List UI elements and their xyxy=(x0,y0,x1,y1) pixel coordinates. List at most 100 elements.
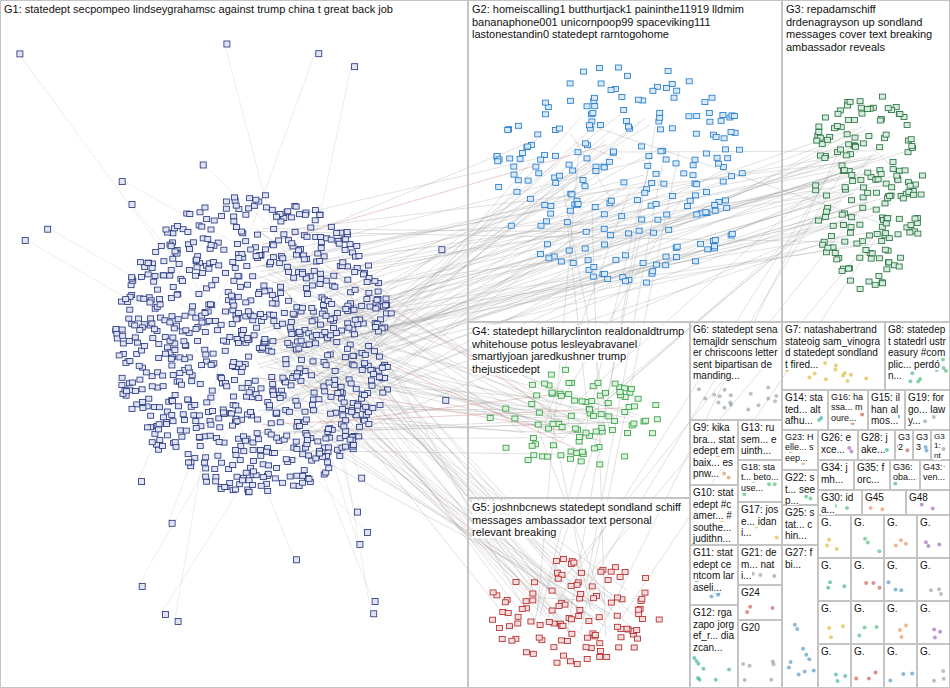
graph-vertex xyxy=(875,625,879,629)
graph-vertex xyxy=(834,123,840,128)
graph-vertex xyxy=(245,206,251,211)
graph-vertex xyxy=(216,440,222,445)
graph-vertex xyxy=(822,214,828,219)
graph-vertex xyxy=(642,590,648,595)
graph-vertex xyxy=(285,340,291,345)
graph-edge xyxy=(285,216,642,308)
graph-vertex xyxy=(545,242,551,247)
graph-vertex xyxy=(505,128,511,133)
graph-vertex xyxy=(608,569,614,574)
graph-vertex xyxy=(343,307,349,312)
graph-vertex xyxy=(223,199,229,204)
graph-vertex xyxy=(309,373,315,378)
graph-vertex xyxy=(132,335,138,340)
graph-vertex xyxy=(369,383,375,388)
graph-vertex xyxy=(899,538,903,542)
graph-vertex xyxy=(712,244,718,249)
graph-vertex xyxy=(234,225,240,230)
graph-vertex xyxy=(598,412,604,417)
graph-vertex xyxy=(530,651,536,656)
graph-vertex xyxy=(380,390,386,395)
graph-vertex xyxy=(170,373,176,378)
graph-vertex xyxy=(245,282,251,287)
graph-vertex xyxy=(158,243,164,248)
graph-vertex xyxy=(584,156,590,161)
graph-vertex xyxy=(306,476,312,481)
graph-vertex xyxy=(187,268,193,273)
graph-vertex xyxy=(316,451,322,456)
graph-vertex xyxy=(771,660,775,664)
graph-vertex xyxy=(548,372,554,377)
graph-vertex xyxy=(235,242,241,247)
graph-vertex xyxy=(557,126,563,131)
group-label: G10: statedept #camer... #southe... judi… xyxy=(693,487,734,544)
graph-vertex xyxy=(206,266,212,271)
graph-vertex xyxy=(203,466,209,471)
graph-vertex xyxy=(729,393,733,397)
graph-vertex xyxy=(162,351,168,356)
graph-vertex xyxy=(692,656,696,660)
graph-vertex xyxy=(169,399,175,404)
graph-vertex xyxy=(317,258,323,263)
graph-vertex xyxy=(923,419,927,423)
graph-edge xyxy=(300,210,625,400)
graph-vertex xyxy=(293,557,299,563)
graph-vertex xyxy=(119,179,125,185)
graph-vertex xyxy=(908,137,914,142)
graph-vertex xyxy=(351,332,357,337)
graph-vertex xyxy=(366,422,372,427)
graph-edge xyxy=(346,151,847,349)
graph-vertex xyxy=(813,372,817,376)
graph-vertex xyxy=(251,314,257,319)
graph-vertex xyxy=(352,269,358,274)
graph-edge xyxy=(347,114,622,324)
graph-vertex xyxy=(347,242,353,247)
graph-vertex xyxy=(357,541,363,547)
graph-vertex xyxy=(302,212,308,217)
graph-vertex xyxy=(545,454,551,459)
graph-vertex xyxy=(149,440,155,445)
graph-vertex xyxy=(255,232,261,237)
graph-vertex xyxy=(621,107,627,112)
graph-vertex xyxy=(874,232,880,237)
group-panel: G2: homeiscalling1 butthurtjack1 painint… xyxy=(468,0,782,322)
graph-vertex xyxy=(495,159,501,164)
graph-vertex xyxy=(231,214,237,219)
graph-vertex xyxy=(318,246,324,251)
graph-vertex xyxy=(816,124,822,129)
graph-vertex xyxy=(568,449,574,454)
graph-vertex xyxy=(728,130,734,135)
graph-vertex xyxy=(741,662,745,666)
graph-vertex xyxy=(524,145,530,150)
graph-vertex xyxy=(511,172,517,177)
graph-vertex xyxy=(852,143,858,148)
graph-vertex xyxy=(145,272,151,277)
graph-vertex xyxy=(601,165,607,170)
group-panel: G8: statedept statedrl ustreasury #compl… xyxy=(885,322,950,390)
graph-vertex xyxy=(681,171,687,176)
graph-vertex xyxy=(212,467,218,472)
graph-vertex xyxy=(525,144,531,149)
graph-edge xyxy=(285,158,871,291)
graph-edge xyxy=(260,233,550,403)
graph-vertex xyxy=(542,381,548,386)
graph-vertex xyxy=(883,231,889,236)
graph-vertex xyxy=(842,584,846,588)
graph-vertex xyxy=(175,292,181,297)
graph-vertex xyxy=(867,676,871,680)
group-label: G17: jose... idani... xyxy=(741,504,778,538)
graph-vertex xyxy=(772,574,776,578)
group-label: G7: natashabertrand stateoig sam_vinogra… xyxy=(785,324,880,370)
graph-vertex xyxy=(236,361,242,366)
graph-vertex xyxy=(283,362,289,367)
graph-vertex xyxy=(874,670,878,674)
graph-vertex xyxy=(197,435,203,440)
graph-vertex xyxy=(533,164,539,169)
graph-vertex xyxy=(942,677,946,681)
graph-vertex xyxy=(863,537,867,541)
graph-vertex xyxy=(669,126,675,131)
graph-vertex xyxy=(334,231,340,236)
graph-vertex xyxy=(129,201,135,207)
graph-vertex xyxy=(182,313,188,318)
